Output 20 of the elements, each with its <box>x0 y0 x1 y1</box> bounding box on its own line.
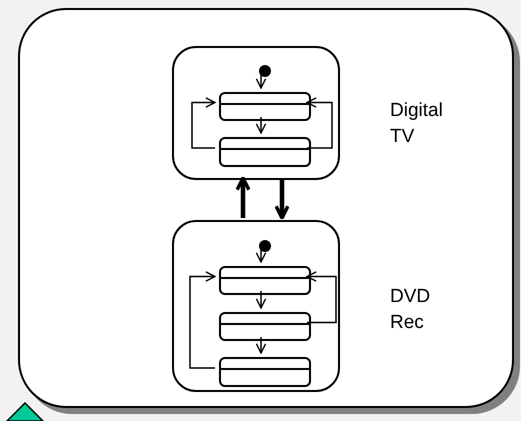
state-box <box>219 312 311 341</box>
transition-arrow <box>274 178 290 220</box>
transition-arrow <box>256 248 266 263</box>
state-machine-box <box>172 46 340 180</box>
transition-arrow <box>256 73 266 89</box>
transition-arrow <box>306 97 333 149</box>
state-box <box>219 357 311 387</box>
machine-label: Digital TV <box>390 99 444 149</box>
transition-arrow <box>256 117 266 134</box>
state-box <box>219 92 311 121</box>
transition-arrow <box>306 271 337 324</box>
machine-label: DVD Rec <box>390 285 432 335</box>
transition-arrow <box>189 271 216 369</box>
transition-arrow <box>191 97 216 149</box>
state-box <box>219 137 311 167</box>
transition-arrow <box>256 337 266 354</box>
state-box <box>219 266 311 295</box>
state-machine-box <box>172 220 340 392</box>
transition-arrow <box>256 291 266 309</box>
transition-arrow <box>235 176 251 218</box>
